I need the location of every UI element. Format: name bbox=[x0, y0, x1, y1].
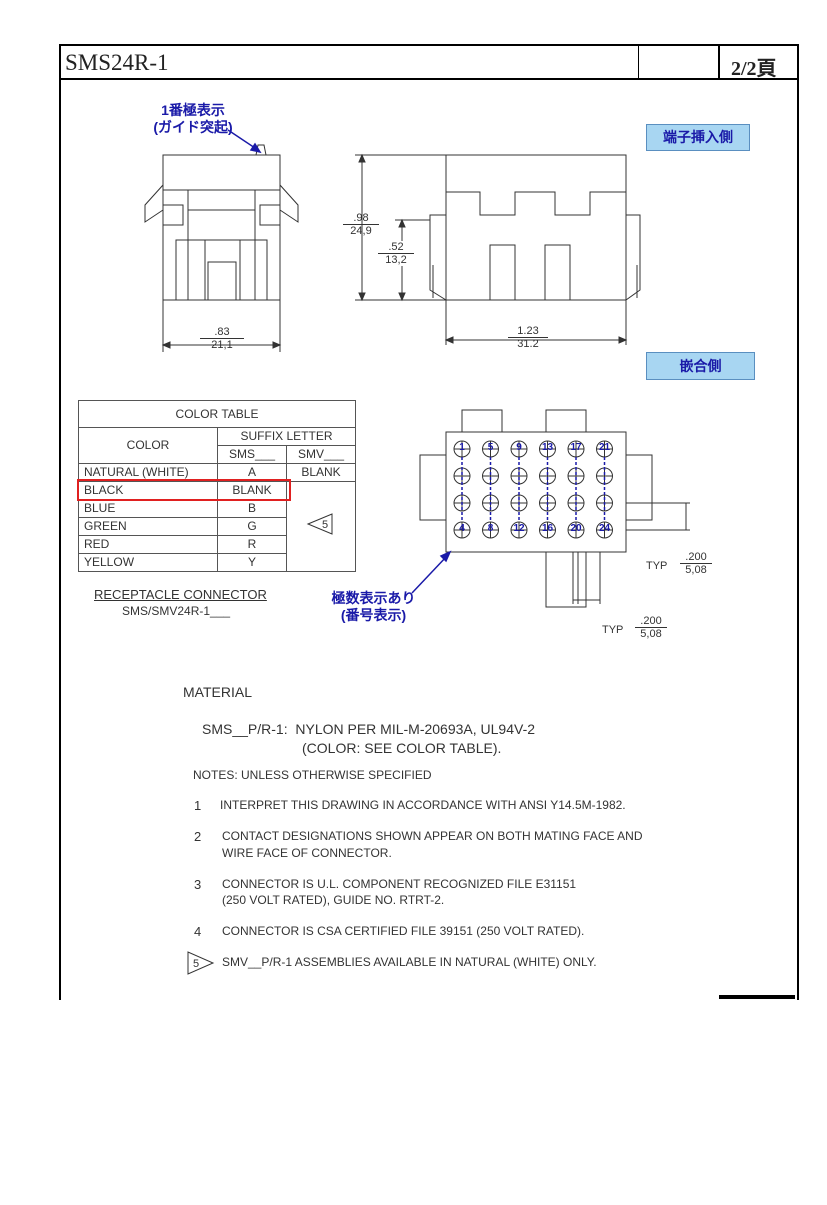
material-line: (COLOR: SEE COLOR TABLE). bbox=[302, 740, 502, 756]
note-number: 3 bbox=[194, 877, 202, 892]
svg-text:5: 5 bbox=[322, 519, 328, 531]
note-number: 4 bbox=[194, 924, 202, 939]
pin-number-label: 13 bbox=[541, 442, 554, 453]
mating-side-label: 嵌合側 bbox=[646, 352, 755, 380]
color-column-header: COLOR bbox=[78, 427, 218, 464]
mating-face-view bbox=[419, 409, 690, 608]
side-view-front bbox=[355, 153, 641, 345]
sheet-bottom-mark bbox=[719, 995, 795, 999]
pin-number-label: 24 bbox=[598, 523, 611, 534]
table-row: NATURAL (WHITE) A BLANK bbox=[78, 463, 356, 482]
svg-text:5: 5 bbox=[193, 958, 199, 970]
pin-number-label: 4 bbox=[459, 523, 465, 534]
pin-number-label: 8 bbox=[487, 523, 494, 534]
note-number: 2 bbox=[194, 829, 202, 844]
note-number: 1 bbox=[194, 798, 202, 813]
note-5-flag-icon: 5 bbox=[187, 951, 215, 975]
table-row: YELLOW Y bbox=[78, 553, 356, 572]
table-row: BLUE B bbox=[78, 499, 356, 518]
note-text: SMV__P/R-1 ASSEMBLIES AVAILABLE IN NATUR… bbox=[222, 955, 597, 969]
title-divider bbox=[718, 46, 720, 78]
pin-number-label: 20 bbox=[570, 523, 582, 534]
note-text: CONNECTOR IS CSA CERTIFIED FILE 39151 (2… bbox=[222, 924, 585, 938]
part-number-title: SMS24R-1 bbox=[65, 50, 169, 75]
table-row: GREEN G bbox=[78, 517, 356, 536]
note-text: INTERPRET THIS DRAWING IN ACCORDANCE WIT… bbox=[220, 798, 626, 812]
material-heading: MATERIAL bbox=[183, 684, 252, 700]
pin-number-label: 16 bbox=[541, 523, 554, 534]
title-divider bbox=[638, 46, 639, 78]
pin1-annotation: 1番極表示 (ガイド突起) bbox=[153, 102, 233, 135]
note-text: WIRE FACE OF CONNECTOR. bbox=[222, 846, 392, 860]
pin-number-label: 17 bbox=[570, 442, 582, 453]
smv-header: SMV___ bbox=[286, 445, 356, 464]
black-row-highlight bbox=[77, 479, 291, 501]
width-dimension: .83 21,1 bbox=[200, 326, 244, 351]
note-flag-icon: 5 bbox=[306, 513, 333, 535]
length-dimension: 1.23 31.2 bbox=[508, 325, 548, 350]
material-line: SMS__P/R-1: NYLON PER MIL-M-20693A, UL94… bbox=[202, 721, 536, 737]
pin-number-label: 1 bbox=[459, 442, 465, 453]
pin-number-label: 5 bbox=[487, 442, 494, 453]
pin-number-label: 12 bbox=[513, 523, 525, 534]
note-text: (250 VOLT RATED), GUIDE NO. RTRT-2. bbox=[222, 893, 445, 907]
note-text: CONTACT DESIGNATIONS SHOWN APPEAR ON BOT… bbox=[222, 829, 643, 843]
sms-header: SMS___ bbox=[217, 445, 287, 464]
pin-grid bbox=[453, 440, 613, 539]
inner-dimension: .52 13,2 bbox=[378, 241, 414, 266]
receptacle-title: RECEPTACLE CONNECTOR bbox=[94, 587, 267, 602]
notes-heading: NOTES: UNLESS OTHERWISE SPECIFIED bbox=[193, 768, 432, 782]
title-block: SMS24R-1 2/2頁 bbox=[61, 46, 797, 80]
drawing-sheet: SMS24R-1 2/2頁 bbox=[59, 44, 799, 1000]
pin-number-label: 21 bbox=[598, 442, 611, 453]
receptacle-part: SMS/SMV24R-1___ bbox=[122, 604, 231, 618]
suffix-header: SUFFIX LETTER bbox=[217, 427, 356, 446]
height-dimension: .98 24,9 bbox=[343, 212, 379, 237]
color-table-title: COLOR TABLE bbox=[78, 400, 356, 428]
page-number: 2/2頁 bbox=[731, 58, 777, 80]
pin-number-label: 9 bbox=[516, 442, 522, 453]
note-text: CONNECTOR IS U.L. COMPONENT RECOGNIZED F… bbox=[222, 877, 577, 891]
note-5-flag: 5 bbox=[286, 481, 356, 572]
side-view-left bbox=[144, 144, 299, 352]
terminal-side-label: 端子挿入側 bbox=[646, 124, 750, 151]
polarity-annotation: 極数表示あり (番号表示) bbox=[331, 590, 416, 623]
